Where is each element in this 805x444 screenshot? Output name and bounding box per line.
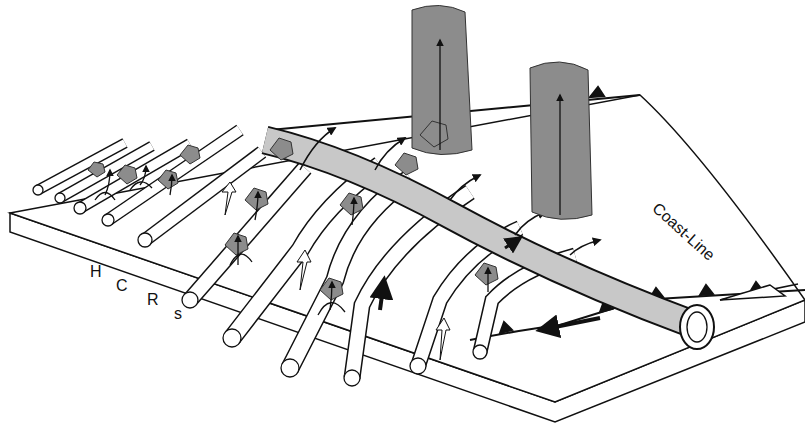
wind-arrows [222,182,798,360]
side-letter: R [147,292,159,308]
side-letter: s [174,306,182,322]
side-letter: C [116,278,128,294]
updraft-arrows [95,40,560,315]
convective-rolls [33,130,575,386]
side-letter: H [90,264,102,280]
ground-slab [10,95,805,422]
clouds [88,5,592,300]
sea-breeze-front [265,140,714,349]
